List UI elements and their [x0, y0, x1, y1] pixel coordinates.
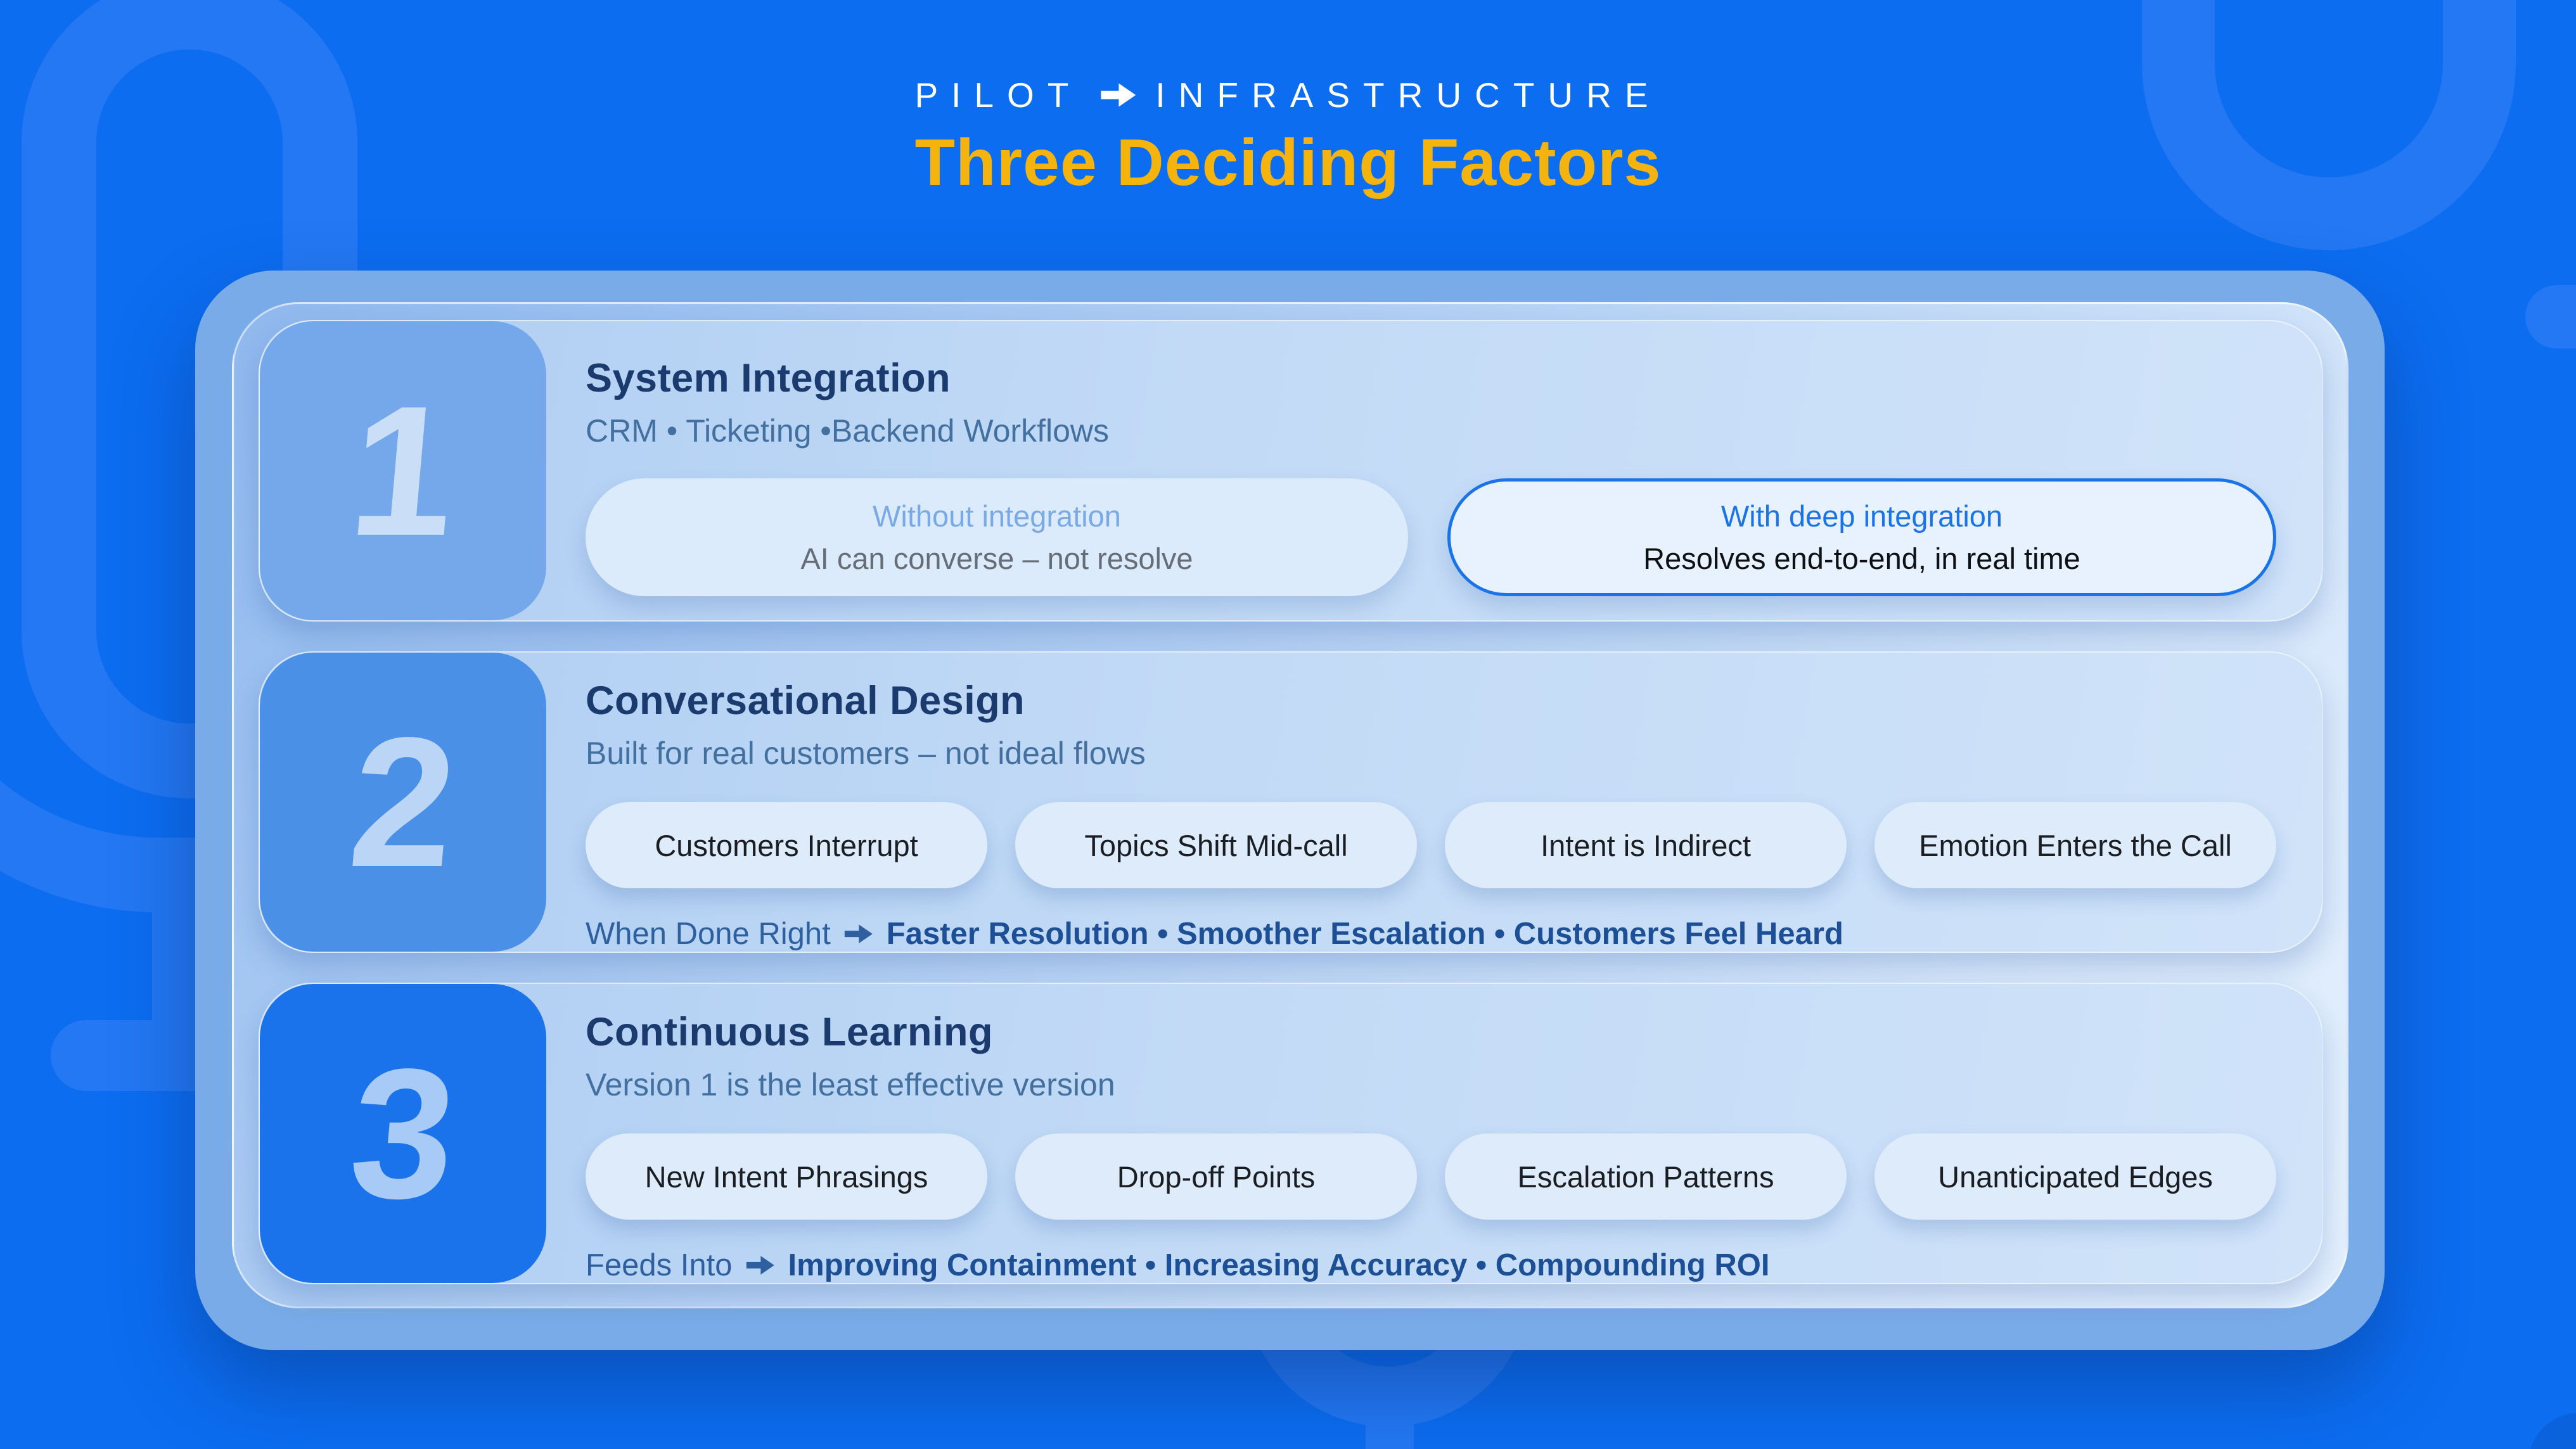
- step-number-badge: 2: [260, 653, 546, 952]
- corner-decoration: [2528, 1413, 2576, 1449]
- footer-prefix: When Done Right: [586, 917, 831, 951]
- chip: Escalation Patterns: [1445, 1133, 1847, 1220]
- kicker: PILOT INFRASTRUCTURE: [0, 75, 2576, 115]
- chip: New Intent Phrasings: [586, 1133, 987, 1220]
- card-content: System Integration CRM • Ticketing •Back…: [546, 321, 2322, 620]
- card-conversational-design: 2 Conversational Design Built for real c…: [259, 651, 2323, 953]
- step-number-badge: 3: [260, 984, 546, 1283]
- card-content: Conversational Design Built for real cus…: [546, 653, 2322, 952]
- card-subtitle: Built for real customers – not ideal flo…: [586, 736, 1146, 771]
- step-number: 2: [342, 699, 464, 905]
- card-content: Continuous Learning Version 1 is the lea…: [546, 984, 2322, 1283]
- chip-row: New Intent Phrasings Drop-off Points Esc…: [586, 1133, 2276, 1220]
- card-footer: When Done Right Faster Resolution • Smoo…: [586, 916, 2276, 952]
- card-subtitle: Version 1 is the least effective version: [586, 1067, 1115, 1102]
- footer-prefix: Feeds Into: [586, 1248, 733, 1282]
- step-number: 1: [342, 367, 464, 574]
- chip-row: Customers Interrupt Topics Shift Mid-cal…: [586, 802, 2276, 888]
- arrow-right-icon: [745, 1254, 776, 1277]
- comparison-pill-with-deep-integration: With deep integration Resolves end-to-en…: [1447, 478, 2276, 596]
- kicker-left-label: PILOT: [914, 75, 1082, 115]
- chip: Topics Shift Mid-call: [1015, 802, 1417, 888]
- pill-detail: AI can converse – not resolve: [800, 542, 1193, 575]
- page-title: Three Deciding Factors: [914, 126, 1662, 200]
- pill-heading: With deep integration: [1721, 499, 2003, 533]
- step-number-badge: 1: [260, 321, 546, 620]
- chip: Drop-off Points: [1015, 1133, 1417, 1220]
- card-title: System Integration: [586, 356, 951, 400]
- microphone-base-icon: [2525, 285, 2576, 348]
- chip: Customers Interrupt: [586, 802, 987, 888]
- microphone-stem-icon: [1366, 1424, 1414, 1449]
- comparison-pill-without-integration: Without integration AI can converse – no…: [586, 478, 1408, 596]
- pill-detail: Resolves end-to-end, in real time: [1643, 542, 2080, 575]
- footer-highlights: Faster Resolution • Smoother Escalation …: [886, 917, 1843, 951]
- arrow-right-icon: [843, 922, 874, 945]
- arrow-right-icon: [1099, 81, 1137, 109]
- card-subtitle: CRM • Ticketing •Backend Workflows: [586, 413, 1110, 449]
- card-footer: Feeds Into Improving Containment • Incre…: [586, 1248, 2276, 1283]
- card-continuous-learning: 3 Continuous Learning Version 1 is the l…: [259, 983, 2323, 1284]
- chip: Emotion Enters the Call: [1874, 802, 2276, 888]
- comparison-row: Without integration AI can converse – no…: [586, 478, 2276, 596]
- kicker-right-label: INFRASTRUCTURE: [1155, 75, 1662, 115]
- card-title: Conversational Design: [586, 679, 1025, 723]
- footer-highlights: Improving Containment • Increasing Accur…: [788, 1248, 1770, 1282]
- step-number: 3: [342, 1030, 464, 1237]
- card-title: Continuous Learning: [586, 1010, 993, 1054]
- chip: Intent is Indirect: [1445, 802, 1847, 888]
- card-system-integration: 1 System Integration CRM • Ticketing •Ba…: [259, 320, 2323, 622]
- pill-heading: Without integration: [873, 499, 1121, 533]
- chip: Unanticipated Edges: [1874, 1133, 2276, 1220]
